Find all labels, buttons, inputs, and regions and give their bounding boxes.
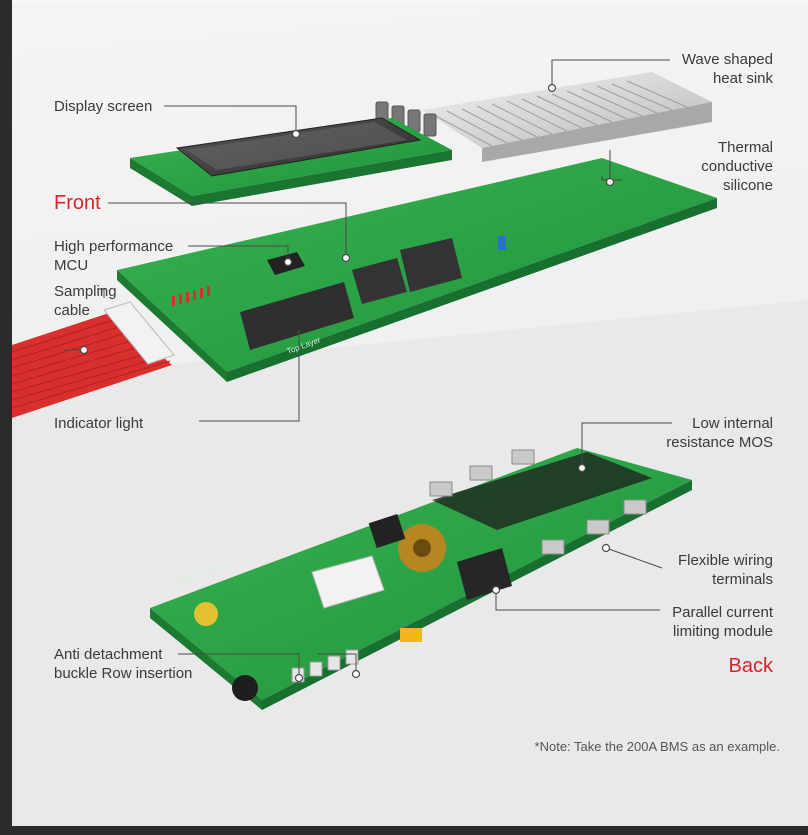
label-line: silicone [722, 177, 773, 194]
front-board-shape [117, 158, 717, 382]
label-line: Low internal [692, 415, 773, 432]
left-border [0, 0, 12, 835]
label-display-screen: Display screen [54, 98, 153, 115]
label-line: terminals [712, 571, 773, 588]
label-flexible-terminals: Flexible wiring terminals [678, 551, 773, 589]
display-screen-shape [130, 117, 452, 206]
diagram-illustration: Top Layer Bottom Layer [12, 59, 808, 826]
leader-lines [64, 59, 672, 678]
label-line: limiting module [672, 623, 773, 640]
label-parallel-module: Parallel current limiting module [672, 603, 773, 641]
label-thermal-silicone: Thermal conductive silicone [701, 138, 773, 195]
label-back: Back [728, 655, 773, 677]
bottom-border [0, 826, 808, 835]
label-front: Front [54, 192, 101, 214]
label-line: High performance [54, 238, 174, 255]
label-line: resistance MOS [666, 434, 773, 451]
label-low-mos: Low internal resistance MOS [666, 414, 773, 452]
back-board-shape [150, 448, 692, 710]
label-line: MCU [54, 257, 89, 274]
label-line: Thermal [717, 139, 773, 156]
label-line: cable [54, 302, 90, 319]
label-mcu: High performance MCU [54, 237, 173, 275]
label-sampling-cable: Sampling cable [54, 282, 117, 320]
leader-dots [79, 83, 615, 683]
label-line: Anti detachment [54, 646, 163, 663]
bms-exploded-diagram: Top Layer Bottom Layer Wave shaped heat … [12, 0, 808, 826]
label-line: conductive [701, 158, 773, 175]
label-line: Sampling [54, 283, 117, 300]
heat-sink-shape [422, 72, 712, 162]
label-indicator-light: Indicator light [54, 415, 144, 432]
label-line: Wave shaped [681, 51, 773, 68]
label-line: heat sink [712, 70, 773, 87]
label-wave-heat-sink: Wave shaped heat sink [682, 50, 773, 88]
footnote: *Note: Take the 200A BMS as an example. [534, 739, 780, 754]
label-line: Flexible wiring [677, 552, 773, 569]
label-line: Parallel current [672, 604, 773, 621]
label-line: buckle Row insertion [54, 665, 193, 682]
top-fade [12, 0, 808, 6]
sampling-cable-shape [12, 301, 175, 418]
label-anti-detachment: Anti detachment buckle Row insertion [54, 645, 192, 683]
